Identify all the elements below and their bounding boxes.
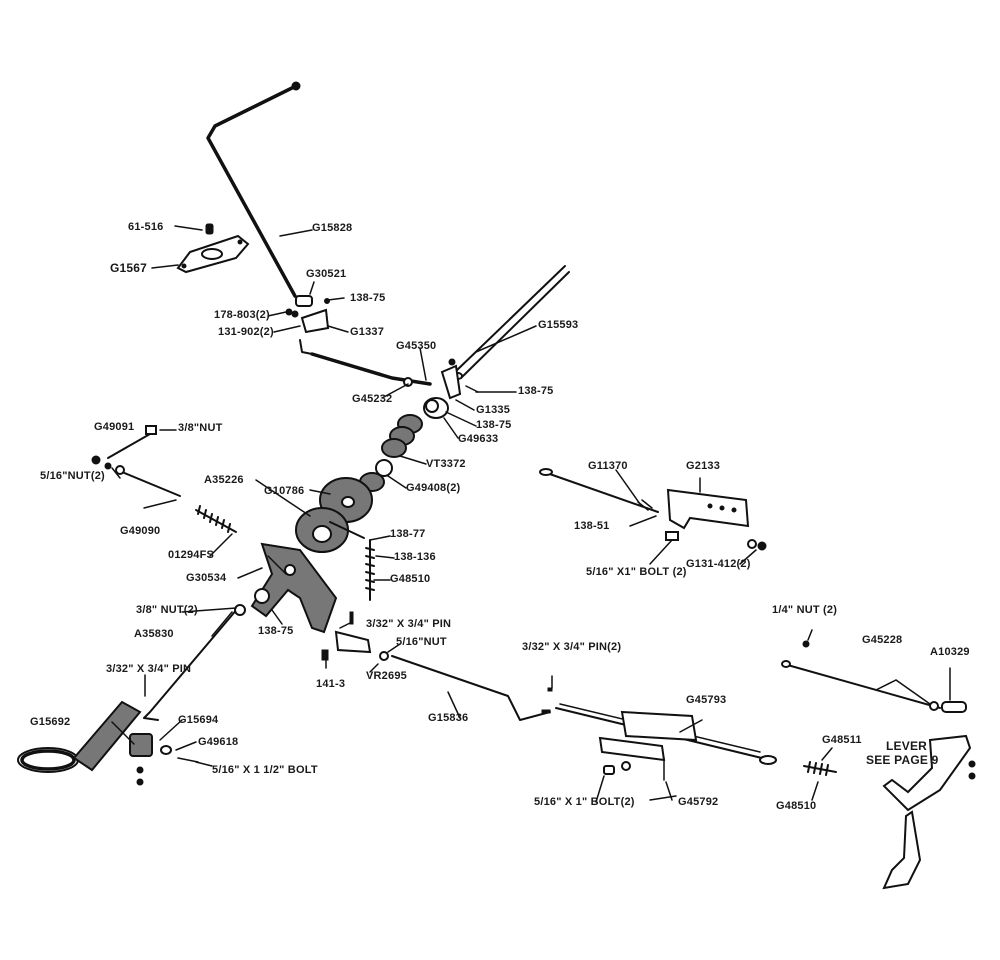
label-g1567: G1567 xyxy=(110,261,148,275)
label-138-77: 138-77 xyxy=(390,528,426,540)
label-pin-left: 3/32" X 3/4" PIN xyxy=(106,663,192,675)
label-138-75-b: 138-75 xyxy=(476,419,512,431)
pedal-clamp xyxy=(129,733,199,786)
label-lever: LEVER xyxy=(886,739,928,753)
rod-g45228 xyxy=(781,640,967,713)
label-g45793: G45793 xyxy=(686,694,727,706)
label-g15836: G15836 xyxy=(428,712,469,724)
label-138-75-c: 138-75 xyxy=(258,625,294,637)
spring-01294fs xyxy=(195,505,237,533)
label-pin-2: 3/32" X 3/4" PIN(2) xyxy=(522,641,622,653)
label-g30534: G30534 xyxy=(186,572,227,584)
spring-stack xyxy=(359,414,423,492)
label-138-136: 138-136 xyxy=(394,551,436,563)
rod-g49090 xyxy=(91,425,181,497)
label-138-75-top: 138-75 xyxy=(350,292,386,304)
label-g45232: G45232 xyxy=(352,393,393,405)
label-a10329: A10329 xyxy=(930,646,970,658)
label-g2133: G2133 xyxy=(686,460,721,472)
clevis-vr2695 xyxy=(321,611,389,661)
label-g45350: G45350 xyxy=(396,340,437,352)
bracket-plate xyxy=(176,234,250,274)
label-g15828: G15828 xyxy=(312,222,353,234)
label-g15692: G15692 xyxy=(30,716,71,728)
bracket-g2133 xyxy=(539,468,767,551)
foot-pedal xyxy=(17,700,142,773)
lever-page9 xyxy=(882,734,976,890)
label-5-16-x-1-bolt-2: 5/16" X1" BOLT (2) xyxy=(586,566,687,578)
label-g45228: G45228 xyxy=(862,634,903,646)
label-5-16-x-1-bolt-2b: 5/16" X 1" BOLT(2) xyxy=(534,796,635,808)
label-g11370: G11370 xyxy=(588,460,628,472)
label-see-page-9: SEE PAGE 9 xyxy=(866,753,939,767)
label-141-3: 141-3 xyxy=(316,678,346,690)
rod-a35830 xyxy=(143,604,246,721)
label-g10786: G10786 xyxy=(264,485,305,497)
hand-lever-rod xyxy=(206,81,301,298)
label-3-8-nut-2: 3/8" NUT(2) xyxy=(136,604,198,616)
label-g131-412: G131-412(2) xyxy=(686,558,751,570)
coupling-g49633 xyxy=(423,397,449,419)
spring-g48511 xyxy=(803,761,837,776)
label-pin-top: 3/32" X 3/4" PIN xyxy=(366,618,452,630)
label-g1335: G1335 xyxy=(476,404,511,416)
tension-spring xyxy=(365,539,375,601)
label-131-902: 131-902(2) xyxy=(218,326,274,338)
label-g15694: G15694 xyxy=(178,714,219,726)
label-vr2695: VR2695 xyxy=(366,670,407,682)
label-5-16-nut: 5/16"NUT xyxy=(396,636,447,648)
link-rod-g45232 xyxy=(310,352,432,387)
label-g15593: G15593 xyxy=(538,319,579,331)
lever-body-g30534 xyxy=(250,542,338,634)
label-a35226: A35226 xyxy=(204,474,244,486)
lever-arm-g1335 xyxy=(440,358,479,400)
label-g49408: G49408(2) xyxy=(406,482,461,494)
label-g49618: G49618 xyxy=(198,736,239,748)
label-61-516: 61-516 xyxy=(128,221,164,233)
label-138-51: 138-51 xyxy=(574,520,610,532)
leader-lines xyxy=(111,225,951,803)
label-g45792: G45792 xyxy=(678,796,719,808)
label-g30521: G30521 xyxy=(306,268,347,280)
slide-assembly xyxy=(541,687,777,781)
rod-g15836 xyxy=(391,655,551,721)
drive-wheel-a35226 xyxy=(295,507,365,553)
label-01294fs: 01294FS xyxy=(168,549,215,561)
screw xyxy=(205,223,214,235)
label-g48510-a: G48510 xyxy=(390,573,431,585)
label-g49633: G49633 xyxy=(458,433,499,445)
label-g49090: G49090 xyxy=(120,525,161,537)
label-g49091: G49091 xyxy=(94,421,135,433)
label-5-16-x-1-1-2-bolt: 5/16" X 1 1/2" BOLT xyxy=(212,764,318,776)
label-1-4-nut-2: 1/4" NUT (2) xyxy=(772,604,838,616)
label-vt3372: VT3372 xyxy=(426,458,466,470)
clevis-parts-top xyxy=(285,295,330,355)
label-a35830: A35830 xyxy=(134,628,174,640)
label-g1337: G1337 xyxy=(350,326,385,338)
label-g48511: G48511 xyxy=(822,734,862,746)
label-5-16-nut-2: 5/16"NUT(2) xyxy=(40,470,105,482)
label-138-75-mid: 138-75 xyxy=(518,385,554,397)
label-3-8-nut: 3/8"NUT xyxy=(178,422,223,434)
label-178-803: 178-803(2) xyxy=(214,309,270,321)
label-g48510-b: G48510 xyxy=(776,800,817,812)
